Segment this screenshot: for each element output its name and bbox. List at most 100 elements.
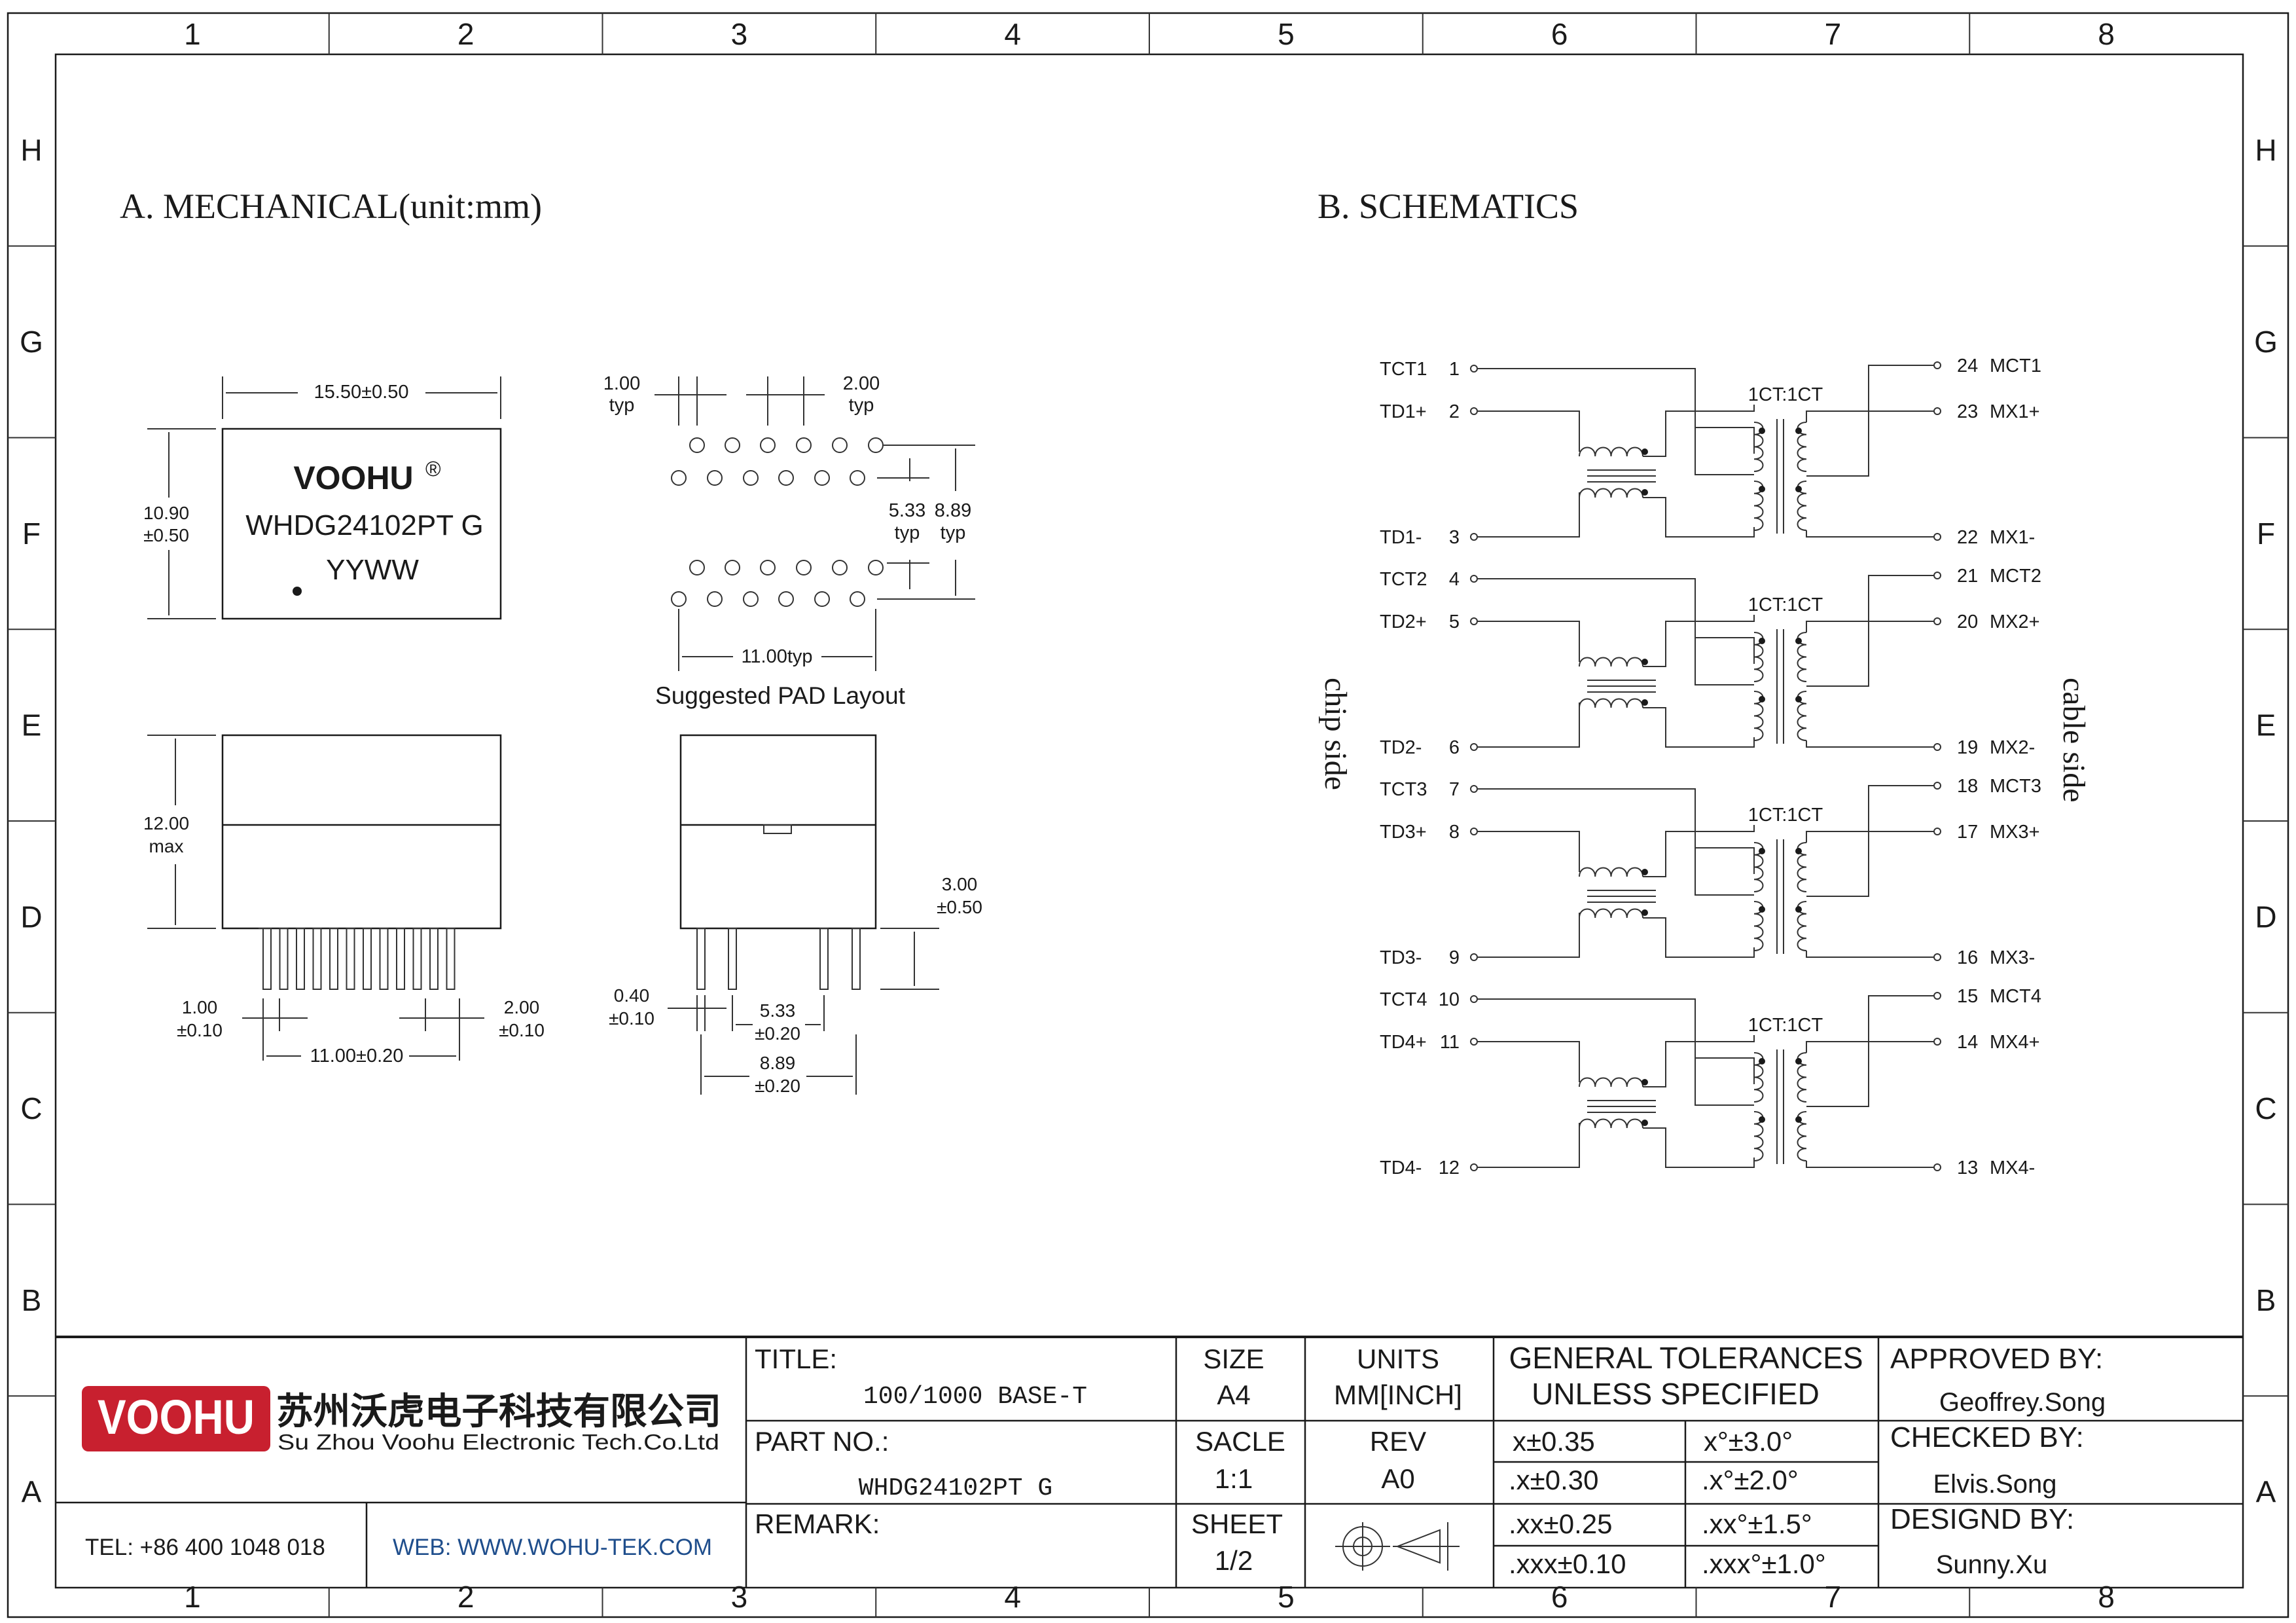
row-marker: B	[2256, 1283, 2276, 1317]
tol-angle-1: .x°±2.0°	[1702, 1465, 1799, 1495]
wire	[1643, 707, 1755, 748]
chip-side-label: chip side	[1318, 678, 1353, 790]
polarity-dot	[1759, 638, 1765, 644]
logo-text: VOOHU	[98, 1390, 255, 1444]
sheet-value: 1/2	[1215, 1545, 1253, 1576]
remark-label: REMARK:	[755, 1508, 880, 1539]
column-marker: 2	[457, 17, 475, 51]
column-marker: 4	[1004, 17, 1021, 51]
wire	[1643, 917, 1755, 958]
column-marker: 6	[1551, 17, 1568, 51]
wire	[1806, 410, 1934, 422]
wire	[1643, 1127, 1755, 1168]
turns-ratio: 1CT:1CT	[1748, 594, 1823, 615]
polarity-dot	[1795, 696, 1802, 702]
side-pin	[379, 928, 389, 990]
side-pin-width-1: 1.00	[182, 997, 218, 1017]
pad-circle	[814, 470, 830, 486]
top-view-body	[221, 428, 502, 620]
choke-winding	[1579, 657, 1643, 667]
pad-pitch-1: 1.00	[603, 373, 640, 394]
column-marker: 1	[184, 17, 201, 51]
pad-circle	[671, 591, 687, 607]
tol-angle-3: .xxx°±1.0°	[1702, 1548, 1826, 1579]
column-marker: 6	[1551, 1580, 1568, 1614]
pad-circle	[868, 437, 884, 453]
chip-pin-number: 12	[1439, 1158, 1460, 1178]
row-marker: G	[20, 325, 43, 359]
tol-linear-2: .xx±0.25	[1509, 1508, 1612, 1539]
chip-pin-number: 1	[1449, 359, 1460, 380]
row-marker: H	[2255, 133, 2276, 167]
chip-pin-number: 4	[1449, 569, 1460, 590]
pad-circle	[796, 437, 812, 453]
cable-pin-name: MX2+	[1990, 611, 2040, 632]
polarity-dot	[1641, 869, 1648, 875]
approved-label: APPROVED BY:	[1890, 1343, 2103, 1375]
wire	[1477, 913, 1580, 958]
pad-row-span-typ: typ	[941, 522, 966, 543]
top-view: VOOHU ® WHDG24102PT G YYWW 15.50±0.50 10…	[143, 376, 502, 620]
choke-winding	[1579, 1077, 1643, 1087]
polarity-dot	[1641, 659, 1648, 665]
side-pin	[429, 928, 439, 990]
column-marker: 1	[184, 1580, 201, 1614]
wire	[1695, 848, 1754, 896]
wire	[1806, 831, 1934, 843]
web-link[interactable]: WEB: WWW.WOHU-TEK.COM	[393, 1535, 712, 1560]
cable-pin-name: MX4-	[1990, 1158, 2035, 1178]
end-span-2: ±0.20	[755, 1076, 800, 1096]
cable-pin-number: 15	[1957, 986, 1978, 1007]
side-pin-width-2: ±0.10	[177, 1020, 223, 1040]
polarity-dot	[1759, 428, 1765, 434]
top-view-brand: VOOHU	[293, 460, 413, 496]
column-marker: 5	[1278, 17, 1295, 51]
tel-text: TEL: +86 400 1048 018	[85, 1535, 325, 1560]
rev-value: A0	[1381, 1463, 1414, 1494]
row-marker: D	[20, 900, 42, 934]
column-marker: 8	[2098, 17, 2115, 51]
polarity-dot	[1795, 848, 1802, 854]
cable-pin-name: MCT4	[1990, 986, 2041, 1007]
wire	[1477, 1041, 1580, 1082]
cable-pin-number: 19	[1957, 737, 1978, 758]
end-pin-thick-2: ±0.10	[609, 1008, 655, 1029]
center-tap-wire	[1806, 995, 1934, 1107]
top-height-dim-2: ±0.50	[143, 525, 189, 545]
center-tap-wire	[1806, 575, 1934, 687]
pad-circle	[760, 437, 776, 453]
column-marker: 7	[1825, 17, 1842, 51]
cable-side-label: cable side	[2056, 678, 2091, 803]
chip-pin-number: 8	[1449, 822, 1460, 843]
choke-winding	[1579, 908, 1643, 919]
cable-pin-name: MX1+	[1990, 401, 2040, 422]
checked-value: Elvis.Song	[1933, 1470, 2057, 1499]
size-label: SIZE	[1203, 1343, 1264, 1374]
pad-pitch-2: 2.00	[843, 373, 880, 394]
pad-circle	[796, 560, 812, 575]
size-value: A4	[1217, 1379, 1250, 1410]
units-value: MM[INCH]	[1334, 1379, 1462, 1410]
chip-pin-number: 3	[1449, 527, 1460, 548]
polarity-dot	[1641, 909, 1648, 916]
cable-pin-name: MX2-	[1990, 737, 2035, 758]
row-marker: D	[2255, 900, 2276, 934]
scale-label: SACLE	[1195, 1426, 1285, 1457]
polarity-dot	[1641, 448, 1648, 455]
cable-pin-number: 18	[1957, 776, 1978, 797]
wire	[1477, 492, 1580, 538]
turns-ratio: 1CT:1CT	[1748, 384, 1823, 405]
chip-pin-name: TD1+	[1380, 401, 1427, 422]
wire	[1477, 702, 1580, 748]
pad-circle	[760, 560, 776, 575]
cable-pin-name: MCT1	[1990, 356, 2041, 376]
pad-circle	[832, 560, 848, 575]
title-label: TITLE:	[755, 1343, 837, 1374]
cable-pin-name: MX3-	[1990, 947, 2035, 968]
chip-pin-name: TCT3	[1380, 779, 1427, 800]
row-marker: F	[2257, 517, 2275, 551]
chip-pin-name: TCT4	[1380, 989, 1427, 1010]
side-view-pins	[259, 928, 456, 990]
